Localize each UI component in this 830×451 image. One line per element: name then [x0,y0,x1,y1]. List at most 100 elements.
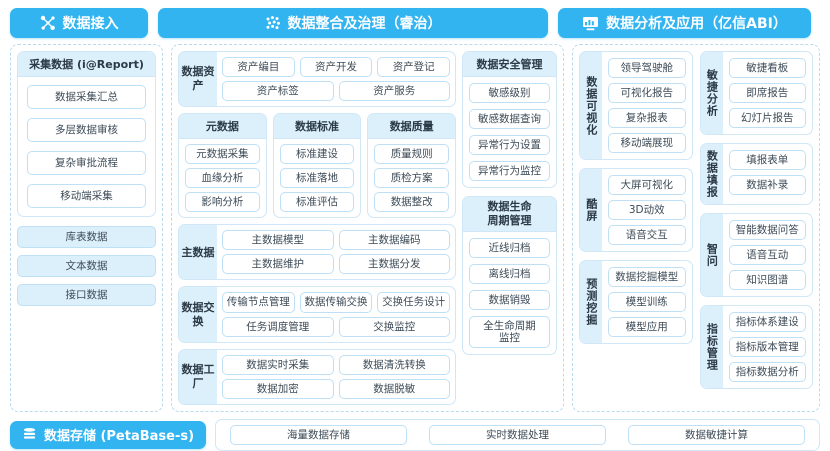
card-body: 数据采集汇总 多层数据审核 复杂审批流程 移动端采集 [18,77,155,216]
chip-large-screen-visual[interactable]: 大屏可视化 [608,175,686,195]
chip-master-model[interactable]: 主数据模型 [222,230,334,251]
chip-collect-summary[interactable]: 数据采集汇总 [27,85,147,109]
governance-right-column: 数据安全管理 敏感级别 敏感数据查询 异常行为设置 异常行为监控 数据生命 周期… [462,51,558,405]
chip-transfer-node-mgmt[interactable]: 传输节点管理 [222,292,295,313]
row-master-data: 主数据 主数据模型 主数据编码 主数据维护 主数据分发 [178,224,457,281]
chip-smart-data-qa[interactable]: 智能数据问答 [728,220,807,240]
header-pill-label: 数据分析及应用（亿信ABI） [606,16,787,32]
chip-master-distribute[interactable]: 主数据分发 [338,254,451,275]
chip-standard-assess[interactable]: 标准评估 [279,192,355,213]
chip-abnormal-setting[interactable]: 异常行为设置 [469,135,551,156]
card-collect-data: 采集数据 (i@Report) 数据采集汇总 多层数据审核 复杂审批流程 移动端… [17,51,157,217]
row-label-data-asset: 数据资产 [179,52,218,107]
chip-approval-flow[interactable]: 复杂审批流程 [27,151,147,175]
chip-metric-version-mgmt[interactable]: 指标版本管理 [728,337,807,357]
chip-asset-registration[interactable]: 资产登记 [377,57,451,78]
chip-model-application[interactable]: 模型应用 [608,317,686,337]
section-data-access: 采集数据 (i@Report) 数据采集汇总 多层数据审核 复杂审批流程 移动端… [10,44,164,412]
chip-realtime-collect[interactable]: 数据实时采集 [222,354,334,375]
chip-model-training[interactable]: 模型训练 [608,292,686,312]
group-label-data-filling: 数据填报 [700,144,723,204]
chip-standard-build[interactable]: 标准建设 [279,144,355,165]
chip-fill-form[interactable]: 填报表单 [728,150,807,170]
chip-slide-report[interactable]: 幻灯片报告 [728,108,807,128]
chip-metric-system-build[interactable]: 指标体系建设 [728,312,807,332]
card-title: 数据生命 周期管理 [463,197,557,232]
chip-mobile-display[interactable]: 移动端展现 [608,133,686,153]
row-data-factory: 数据工厂 数据实时采集 数据清洗转换 数据加密 数据脱敏 [178,348,457,405]
chip-quality-rule[interactable]: 质量规则 [374,144,450,165]
chip-metric-data-analysis[interactable]: 指标数据分析 [728,362,807,382]
dots-cluster-icon [265,15,281,31]
chip-complex-report[interactable]: 复杂报表 [608,108,686,128]
chip-visual-report[interactable]: 可视化报告 [608,83,686,103]
chip-lineage-analysis[interactable]: 血缘分析 [185,168,260,189]
chip-metadata-collect[interactable]: 元数据采集 [185,144,260,165]
chip-realtime-processing[interactable]: 实时数据处理 [429,424,606,445]
chip-offline-archive[interactable]: 离线归档 [469,263,551,284]
group-label-predictive-mining: 预测挖掘 [580,261,603,343]
row-data-asset: 数据资产 资产编目 资产开发 资产登记 资产标签 资产服务 [178,51,457,108]
chip-clean-transform[interactable]: 数据清洗转换 [338,354,451,375]
chip-sensitive-query[interactable]: 敏感数据查询 [469,109,551,130]
chip-asset-tag[interactable]: 资产标签 [222,81,334,102]
chip-abnormal-monitor[interactable]: 异常行为监控 [469,161,551,182]
chip-table-data[interactable]: 库表数据 [17,226,157,248]
chip-agile-compute[interactable]: 数据敏捷计算 [628,424,805,445]
chip-api-data[interactable]: 接口数据 [17,284,157,306]
chip-knowledge-graph[interactable]: 知识图谱 [728,270,807,290]
chip-3d-animation[interactable]: 3D动效 [608,200,686,220]
chip-exchange-task-design[interactable]: 交换任务设计 [377,292,451,313]
chip-standard-landing[interactable]: 标准落地 [279,168,355,189]
header-pill-data-access[interactable]: 数据接入 [10,8,148,38]
chip-master-coding[interactable]: 主数据编码 [338,230,451,251]
footer-pill-data-storage[interactable]: 数据存储 (PetaBase-s) [10,420,206,449]
footer-capability-box: 海量数据存储 实时数据处理 数据敏捷计算 [215,418,820,451]
section-data-analytics: 数据可视化 领导驾驶舱 可视化报告 复杂报表 移动端展现 酷屏 大屏可视化 3D… [572,44,820,412]
chip-asset-development[interactable]: 资产开发 [299,57,373,78]
group-label-agile-analysis: 敏捷分析 [700,52,723,134]
card-data-security: 数据安全管理 敏感级别 敏感数据查询 异常行为设置 异常行为监控 [462,51,558,189]
governance-trio: 元数据 元数据采集 血缘分析 影响分析 数据标准 标准建设 标准落地 [178,113,457,219]
chip-leader-cockpit[interactable]: 领导驾驶舱 [608,58,686,78]
chip-adhoc-report[interactable]: 即席报告 [728,83,807,103]
chip-voice-dialogue[interactable]: 语音互动 [728,245,807,265]
chip-impact-analysis[interactable]: 影响分析 [185,192,260,213]
chip-data-transfer-exchange[interactable]: 数据传输交换 [299,292,373,313]
header-pill-data-governance[interactable]: 数据整合及治理（睿治） [158,8,548,38]
source-chip-stack: 库表数据 文本数据 接口数据 [17,226,157,306]
chip-agile-dashboard[interactable]: 敏捷看板 [728,58,807,78]
chip-mining-model[interactable]: 数据挖掘模型 [608,267,686,287]
chip-massive-storage[interactable]: 海量数据存储 [230,424,407,445]
chip-mobile-collect[interactable]: 移动端采集 [27,184,147,208]
chip-text-data[interactable]: 文本数据 [17,255,157,277]
group-label-smart-qa: 智问 [700,214,723,296]
chip-quality-plan[interactable]: 质检方案 [374,168,450,189]
chip-data-rectify[interactable]: 数据整改 [374,192,450,213]
chip-master-maintain[interactable]: 主数据维护 [222,254,334,275]
chip-data-destroy[interactable]: 数据销毁 [469,289,551,310]
chip-asset-service[interactable]: 资产服务 [338,81,451,102]
group-label-cool-screen: 酷屏 [580,169,603,251]
card-title: 元数据 [179,114,266,140]
chip-data-supplement[interactable]: 数据补录 [728,175,807,195]
chip-data-mask[interactable]: 数据脱敏 [338,378,451,399]
chip-full-lifecycle-monitor[interactable]: 全生命周期监控 [469,315,551,349]
group-predictive-mining: 预测挖掘 数据挖掘模型 模型训练 模型应用 [579,260,693,344]
chip-exchange-monitor[interactable]: 交换监控 [338,316,451,337]
row-data-exchange: 数据交换 传输节点管理 数据传输交换 交换任务设计 任务调度管理 交换监控 [178,286,457,343]
chip-multilevel-review[interactable]: 多层数据审核 [27,118,147,142]
chip-sensitive-level[interactable]: 敏感级别 [469,83,551,104]
group-label-data-visualization: 数据可视化 [580,52,603,159]
monitor-icon [582,16,599,31]
chip-voice-interaction[interactable]: 语音交互 [608,225,686,245]
chip-asset-catalog[interactable]: 资产编目 [222,57,295,78]
chip-task-schedule-mgmt[interactable]: 任务调度管理 [222,316,334,337]
header-pill-label: 数据接入 [62,16,119,32]
chip-data-encrypt[interactable]: 数据加密 [222,378,334,399]
header-pill-row: 数据接入 数据整合及治理（睿治） [0,0,830,38]
group-agile-analysis: 敏捷分析 敏捷看板 即席报告 幻灯片报告 [699,51,814,135]
chip-nearline-archive[interactable]: 近线归档 [469,237,551,258]
header-pill-data-analytics[interactable]: 数据分析及应用（亿信ABI） [558,8,811,38]
